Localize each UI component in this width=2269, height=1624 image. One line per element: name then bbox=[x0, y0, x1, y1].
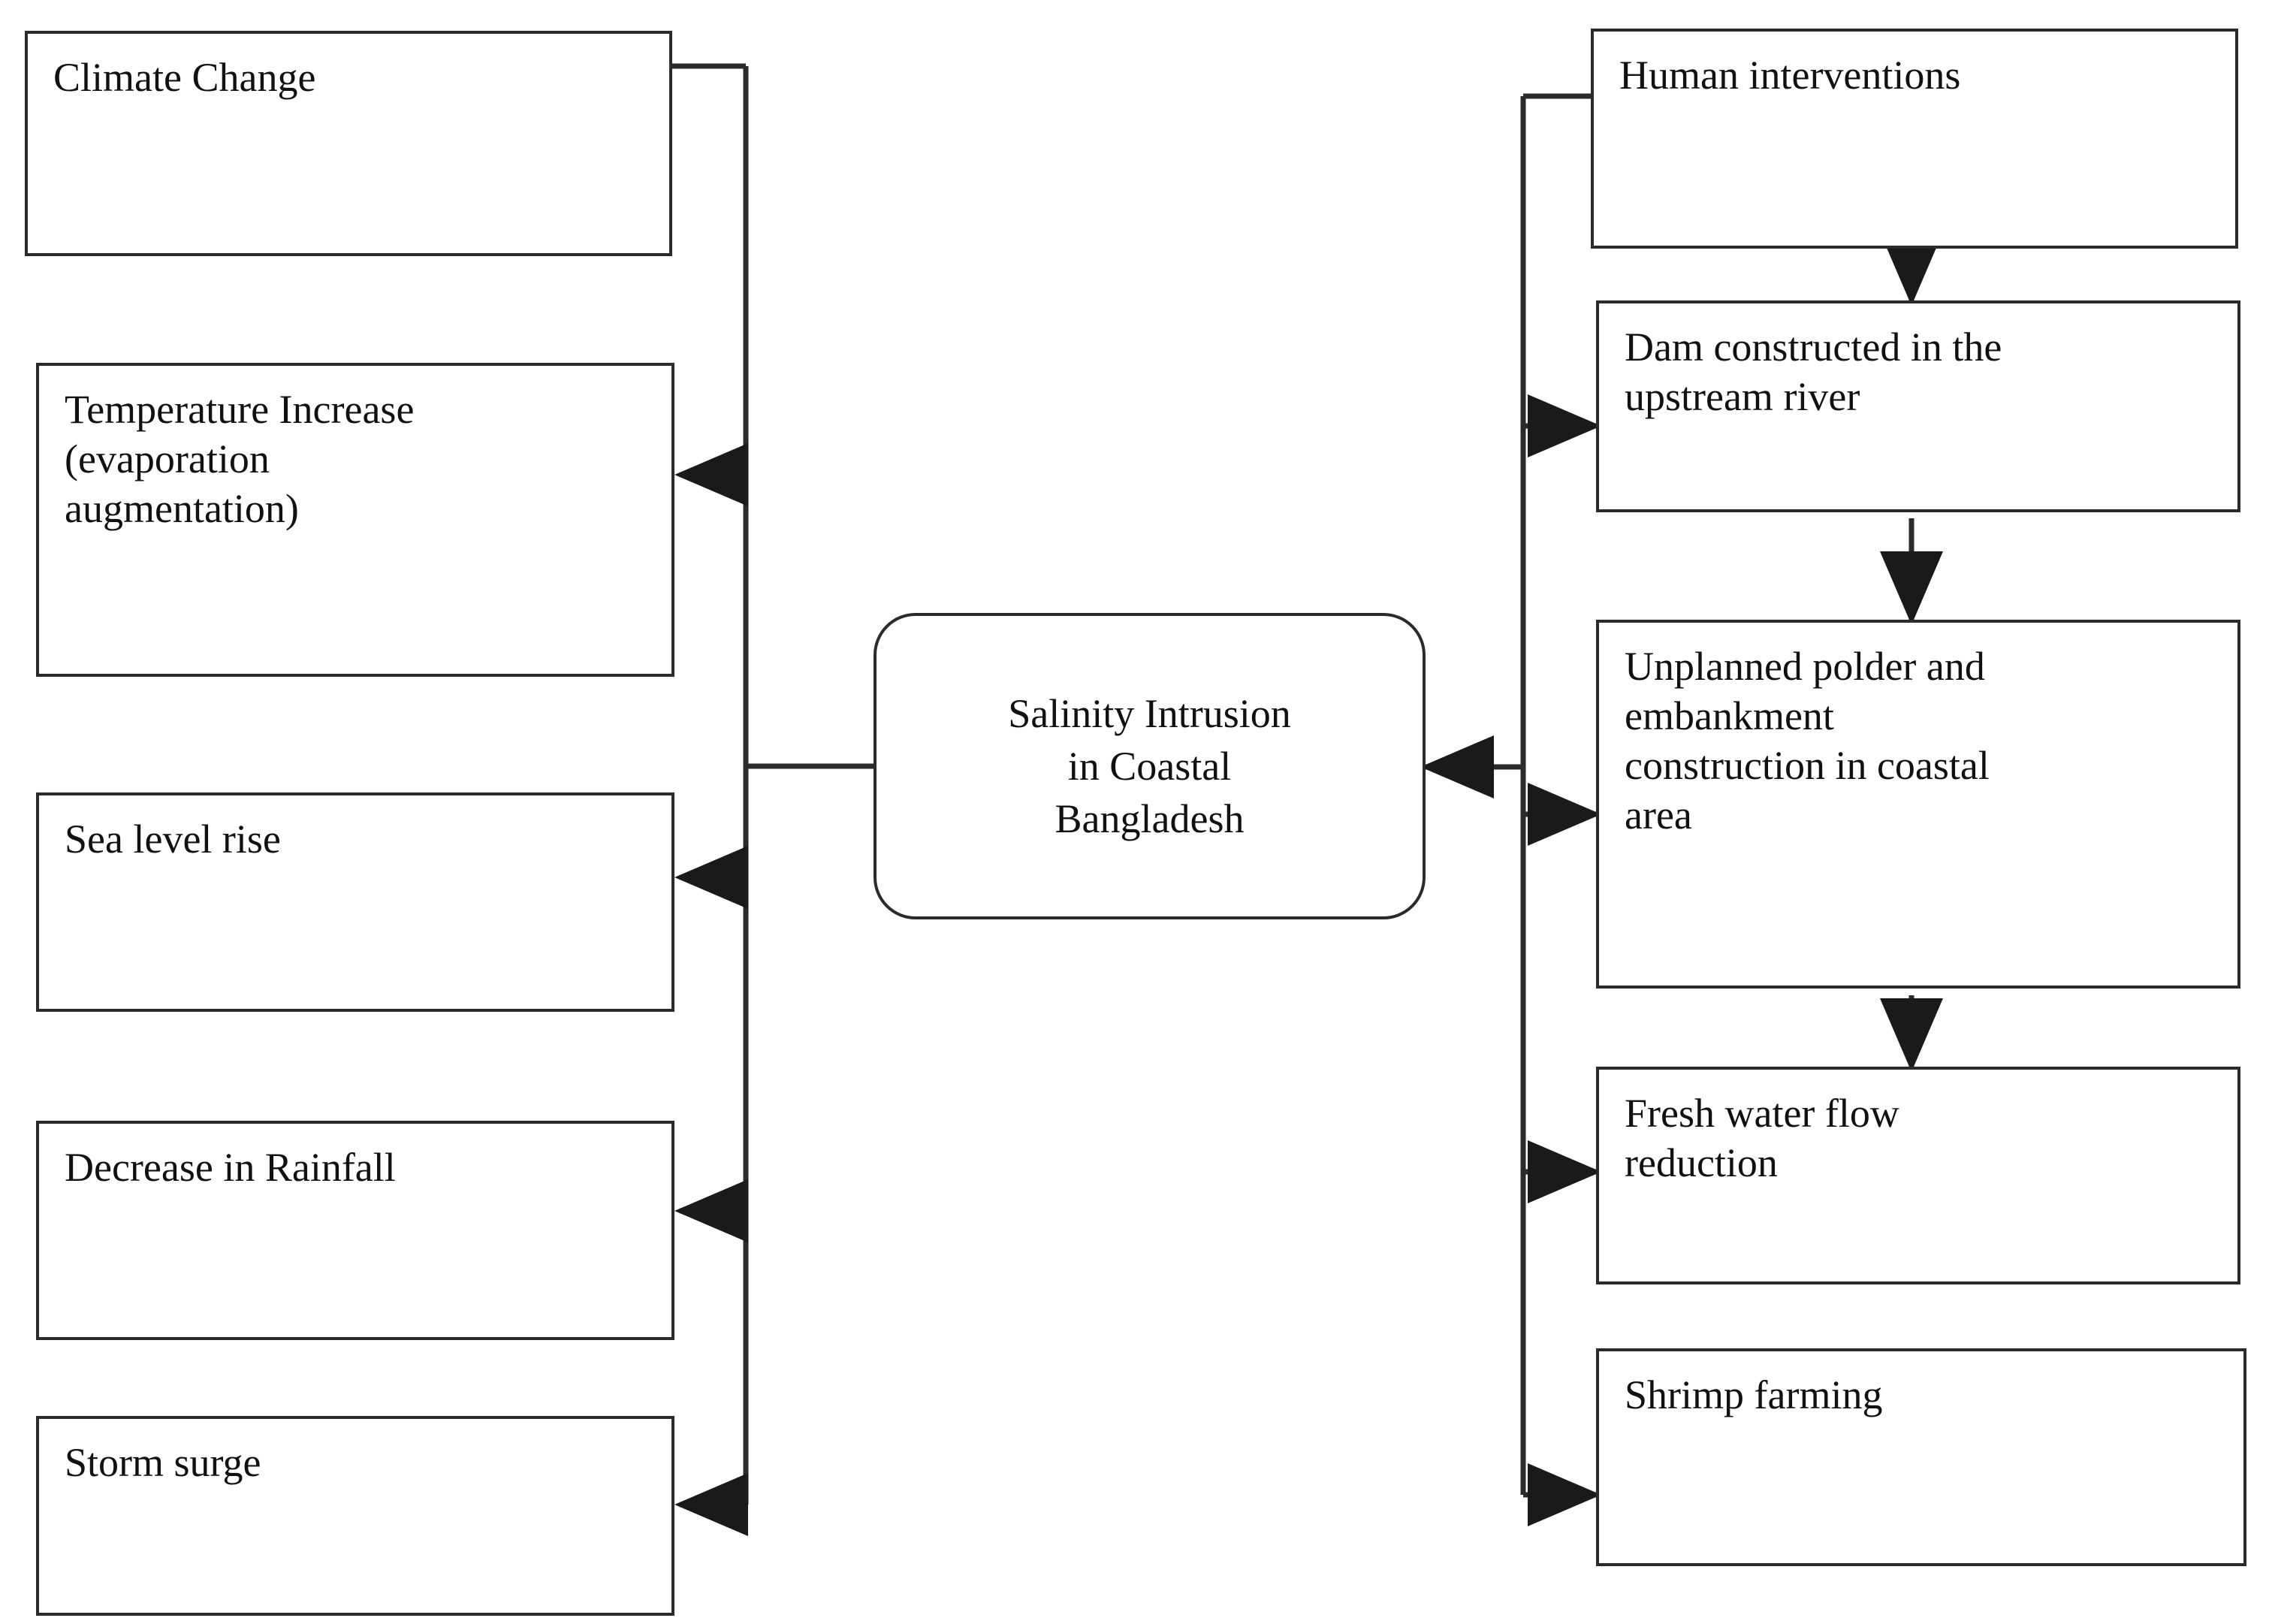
node-unplanned-polder[interactable]: Unplanned polder and embankment construc… bbox=[1596, 620, 2240, 989]
node-dam-constructed[interactable]: Dam constructed in the upstream river bbox=[1596, 300, 2240, 512]
node-fresh-water-flow-reduction[interactable]: Fresh water flow reduction bbox=[1596, 1067, 2240, 1284]
node-climate-change[interactable]: Climate Change bbox=[25, 31, 672, 256]
node-storm-surge-label: Storm surge bbox=[65, 1440, 261, 1485]
node-temperature-increase[interactable]: Temperature Increase (evaporation augmen… bbox=[36, 363, 674, 677]
node-shrimp-farming-label: Shrimp farming bbox=[1625, 1372, 1883, 1417]
node-storm-surge[interactable]: Storm surge bbox=[36, 1416, 674, 1616]
node-sea-level-rise[interactable]: Sea level rise bbox=[36, 792, 674, 1012]
node-human-interventions-label: Human interventions bbox=[1619, 53, 1961, 98]
node-salinity-intrusion-center[interactable]: Salinity Intrusion in Coastal Bangladesh bbox=[874, 613, 1426, 919]
node-temperature-increase-label: Temperature Increase (evaporation augmen… bbox=[65, 387, 415, 531]
node-salinity-intrusion-label: Salinity Intrusion in Coastal Bangladesh bbox=[1008, 690, 1291, 842]
node-decrease-in-rainfall-label: Decrease in Rainfall bbox=[65, 1145, 396, 1190]
node-unplanned-polder-label: Unplanned polder and embankment construc… bbox=[1625, 644, 1990, 838]
node-dam-constructed-label: Dam constructed in the upstream river bbox=[1625, 324, 2002, 419]
node-human-interventions[interactable]: Human interventions bbox=[1591, 29, 2238, 249]
node-shrimp-farming[interactable]: Shrimp farming bbox=[1596, 1348, 2246, 1566]
node-decrease-in-rainfall[interactable]: Decrease in Rainfall bbox=[36, 1121, 674, 1340]
node-sea-level-rise-label: Sea level rise bbox=[65, 817, 281, 862]
node-climate-change-label: Climate Change bbox=[53, 55, 316, 100]
node-fresh-water-flow-reduction-label: Fresh water flow reduction bbox=[1625, 1091, 1899, 1185]
